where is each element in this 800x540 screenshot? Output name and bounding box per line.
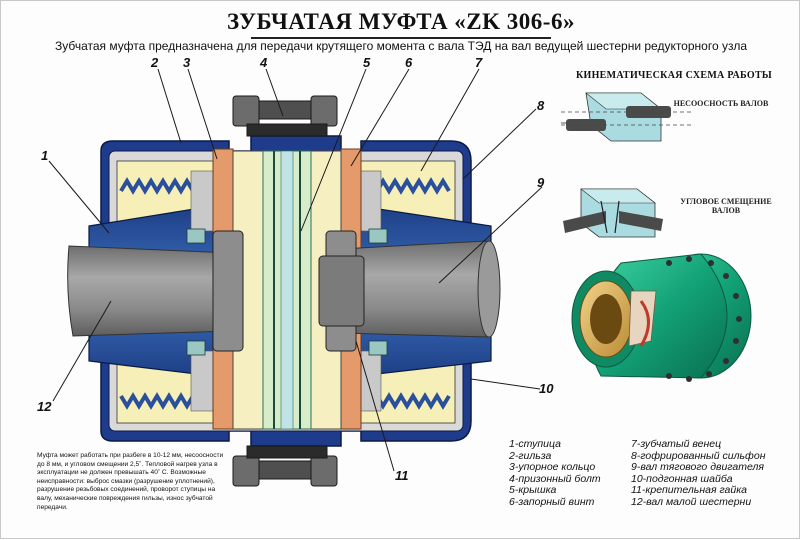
title-underline [251,37,551,39]
legend-item: 6-запорный винт [509,495,595,508]
kinematic-angular [563,188,663,238]
callout-12: 12 [37,399,52,414]
legend-left: 1-ступица 2-гильза 3-упорное кольцо 4-пр… [509,438,601,509]
locking-screws [186,228,388,356]
operating-notes: Муфта может работать при разбеге в 10-12… [37,452,224,511]
shaft-left [67,245,232,337]
legend-item: 2-гильза [509,449,552,462]
kinematics-angular-line1: УГЛОВОЕ СМЕЩЕНИЕ [680,197,772,206]
legend-item: 7-зубчатый венец [631,438,722,450]
fit-bolts [232,95,338,487]
callout-8: 8 [537,98,545,113]
legend-item: 5-крышка [509,484,557,497]
callout-11: 11 [395,468,409,483]
kinematics-title: КИНЕМАТИЧЕСКАЯ СХЕМА РАБОТЫ [575,70,773,81]
kinematics-angular-label: УГЛОВОЕ СМЕЩЕНИЕ ВАЛОВ [666,197,786,215]
bellows [119,177,451,410]
legend-item: 11-крепительная гайка [631,484,748,497]
page-title: ЗУБЧАТАЯ МУФТА «ZK 306-6» [227,9,575,34]
legend-item: 12-вал малой шестерни [631,495,752,508]
legend-item: 10-подгонная шайба [631,472,733,485]
legend-item: 9-вал тягового двигателя [631,461,764,474]
shaft-right [340,240,501,338]
leader-lines [48,68,581,472]
fastening-nut [212,230,365,352]
legend-item: 1-ступица [509,438,561,450]
legend-item: 3-упорное кольцо [509,461,596,474]
gear-teeth [190,170,382,412]
callout-10: 10 [539,381,554,396]
callout-2: 2 [151,55,159,70]
central-spacer [232,150,342,430]
kinematics-angular-line2: ВАЛОВ [711,206,741,215]
callout-9: 9 [537,175,545,190]
callout-3: 3 [183,55,191,70]
legend-item: 4-призонный болт [509,472,601,485]
callout-7: 7 [475,55,483,70]
callout-6: 6 [405,55,413,70]
legend-item: 8-гофрированный сильфон [631,449,766,462]
kinematics-misalignment-label: НЕСООСНОСТЬ ВАЛОВ [673,99,769,108]
legend-right: 7-зубчатый венец 8-гофрированный сильфон… [631,438,766,509]
callout-1: 1 [41,148,49,163]
page-subtitle: Зубчатая муфта предназначена для передач… [55,39,747,53]
coupling-3d-render [571,253,752,382]
kinematic-misalignment [561,92,691,142]
callout-4: 4 [260,55,268,70]
callout-5: 5 [363,55,371,70]
